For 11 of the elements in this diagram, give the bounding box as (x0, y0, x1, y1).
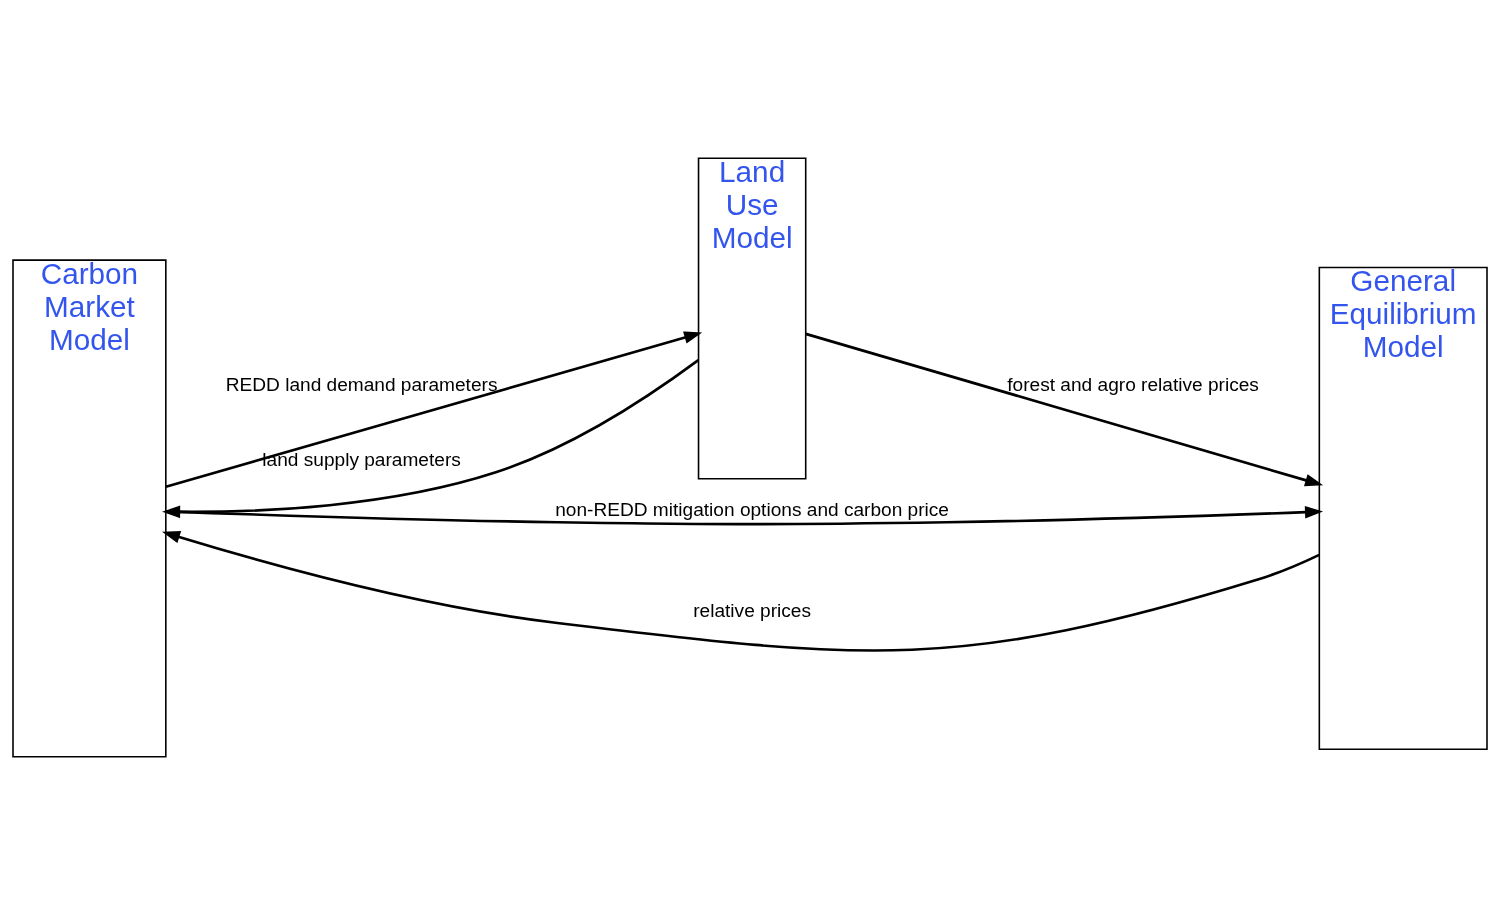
arrow (165, 330, 703, 488)
edge-label: REDD land demand parameters (225, 373, 498, 395)
edge-label: relative prices (693, 599, 812, 621)
node-box: Land Use Model (697, 156, 807, 479)
edge-label: forest and agro relative prices (1007, 373, 1259, 395)
node-box: General Equilibrium Model (1318, 266, 1488, 750)
arrow (162, 530, 1320, 652)
node-box: Carbon Market Model (12, 258, 167, 758)
edge-label: non-REDD mitigation options and carbon price (555, 498, 950, 520)
arrow (162, 358, 700, 518)
arrow (805, 332, 1324, 486)
